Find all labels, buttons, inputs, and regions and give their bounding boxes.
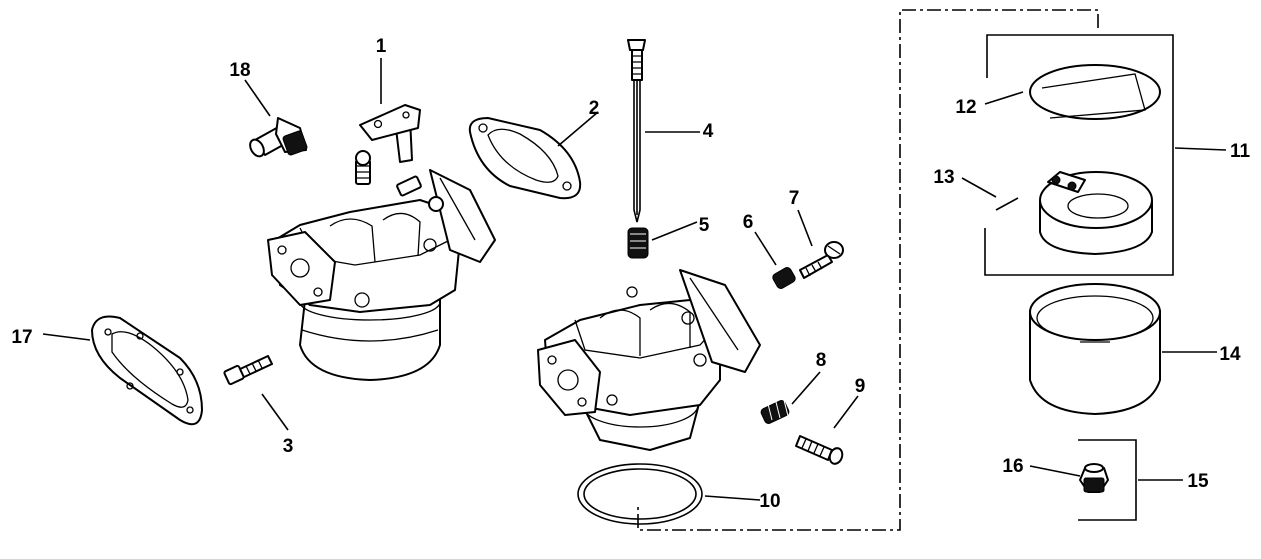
kit-15-frame [1078,439,1137,521]
float [1039,171,1153,255]
callout-16: 16 [1002,456,1023,477]
callout-15: 15 [1187,471,1209,492]
float-bowl [1029,283,1161,415]
callout-11: 11 [1230,141,1251,162]
screw-7 [799,241,844,279]
gasket [468,117,582,200]
screw-9 [795,435,844,465]
callout-18: 18 [229,60,250,81]
float-pin [995,197,1019,211]
spring-5 [627,227,649,259]
elbow-fitting [249,117,308,158]
float-cover [1029,64,1161,120]
kit-bracket [637,9,1099,531]
callout-7: 7 [789,188,800,209]
bolt-3 [223,355,273,386]
callout-13: 13 [933,167,954,188]
callout-3: 3 [283,436,294,457]
spring-8 [760,399,790,424]
bowl-gasket [91,315,203,426]
callout-14: 14 [1219,344,1241,365]
o-ring [577,463,703,525]
drain-plug [1079,463,1109,493]
callout-2: 2 [589,98,600,119]
callout-1: 1 [376,36,387,57]
spring-6 [772,267,796,289]
callout-6: 6 [743,212,754,233]
needle [627,39,646,223]
callout-17: 17 [11,327,32,348]
callout-12: 12 [955,97,976,118]
callout-9: 9 [855,376,866,397]
callout-5: 5 [699,215,710,236]
carburetor-body [537,269,761,451]
leader-lines [42,58,1227,501]
callout-labels: 1 18 2 4 5 6 7 8 9 10 11 12 13 14 15 16 … [11,36,1250,512]
callout-10: 10 [759,491,780,512]
carburetor-assembly [267,104,496,381]
callout-8: 8 [816,350,827,371]
callout-4: 4 [703,121,714,142]
kit-11-frame [984,34,1174,276]
